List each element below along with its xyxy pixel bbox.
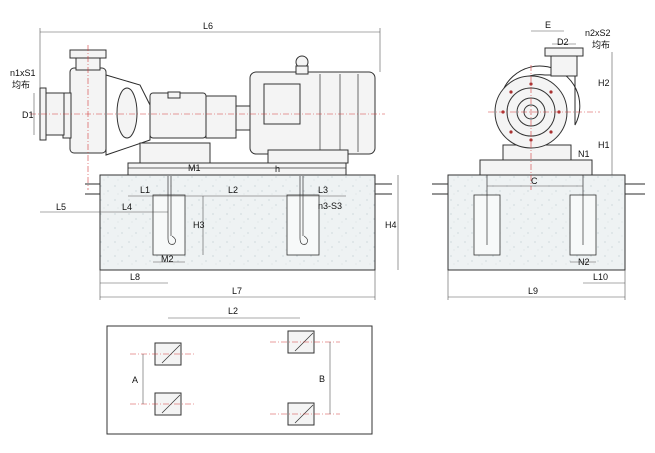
- label-M2: M2: [161, 254, 174, 264]
- label-B: B: [319, 374, 325, 384]
- anchor-pocket-left: [152, 176, 186, 256]
- pump-casing: [39, 49, 151, 156]
- bearing-housing: [139, 91, 211, 164]
- label-n2S2-uniform: 均布: [592, 39, 610, 50]
- label-M1: M1: [188, 163, 201, 173]
- volute-end: [494, 47, 584, 149]
- label-L7: L7: [232, 286, 242, 296]
- label-E: E: [545, 20, 551, 30]
- label-h: h: [275, 164, 280, 174]
- plan-foundation: [106, 325, 373, 435]
- label-L2-plan: L2: [228, 306, 238, 316]
- label-N1: N1: [578, 149, 590, 159]
- label-n3S3: n3-S3: [318, 201, 342, 211]
- anchor-pocket-right: [286, 176, 320, 256]
- label-L4: L4: [122, 202, 132, 212]
- label-L2: L2: [228, 185, 238, 195]
- side-view: L6 D1 n1xS1 均布 M1 h L1 L2 L3 L5 L4 n3-S3…: [10, 21, 399, 300]
- dim-L6: L6: [39, 21, 381, 88]
- label-H4: H4: [385, 220, 397, 230]
- concrete-foundation: [99, 174, 376, 271]
- label-n2S2: n2xS2: [585, 28, 611, 38]
- label-H3: H3: [193, 220, 205, 230]
- label-n1S1-uniform: 均布: [12, 79, 30, 90]
- label-N2: N2: [578, 257, 590, 267]
- label-H1: H1: [598, 140, 610, 150]
- end-view: E D2 n2xS2 均布 H2 H1 N1 C N2 L9 L10: [432, 20, 645, 300]
- label-C: C: [531, 176, 538, 186]
- label-L5: L5: [56, 202, 66, 212]
- dim-E: E: [531, 20, 564, 32]
- label-D1: D1: [22, 110, 34, 120]
- label-D2: D2: [557, 37, 569, 47]
- label-A: A: [132, 375, 138, 385]
- label-L10: L10: [593, 272, 608, 282]
- label-L6: L6: [203, 21, 213, 31]
- label-L3: L3: [318, 185, 328, 195]
- label-L8: L8: [130, 272, 140, 282]
- motor: [249, 55, 376, 164]
- label-n1S1: n1xS1: [10, 68, 36, 78]
- label-L1: L1: [140, 185, 150, 195]
- label-L9: L9: [528, 286, 538, 296]
- base-frame: [127, 162, 347, 176]
- label-H2: H2: [598, 78, 610, 88]
- dim-D1: D1: [22, 93, 35, 135]
- plan-view: L2 A B: [106, 306, 373, 435]
- coupling: [205, 95, 237, 139]
